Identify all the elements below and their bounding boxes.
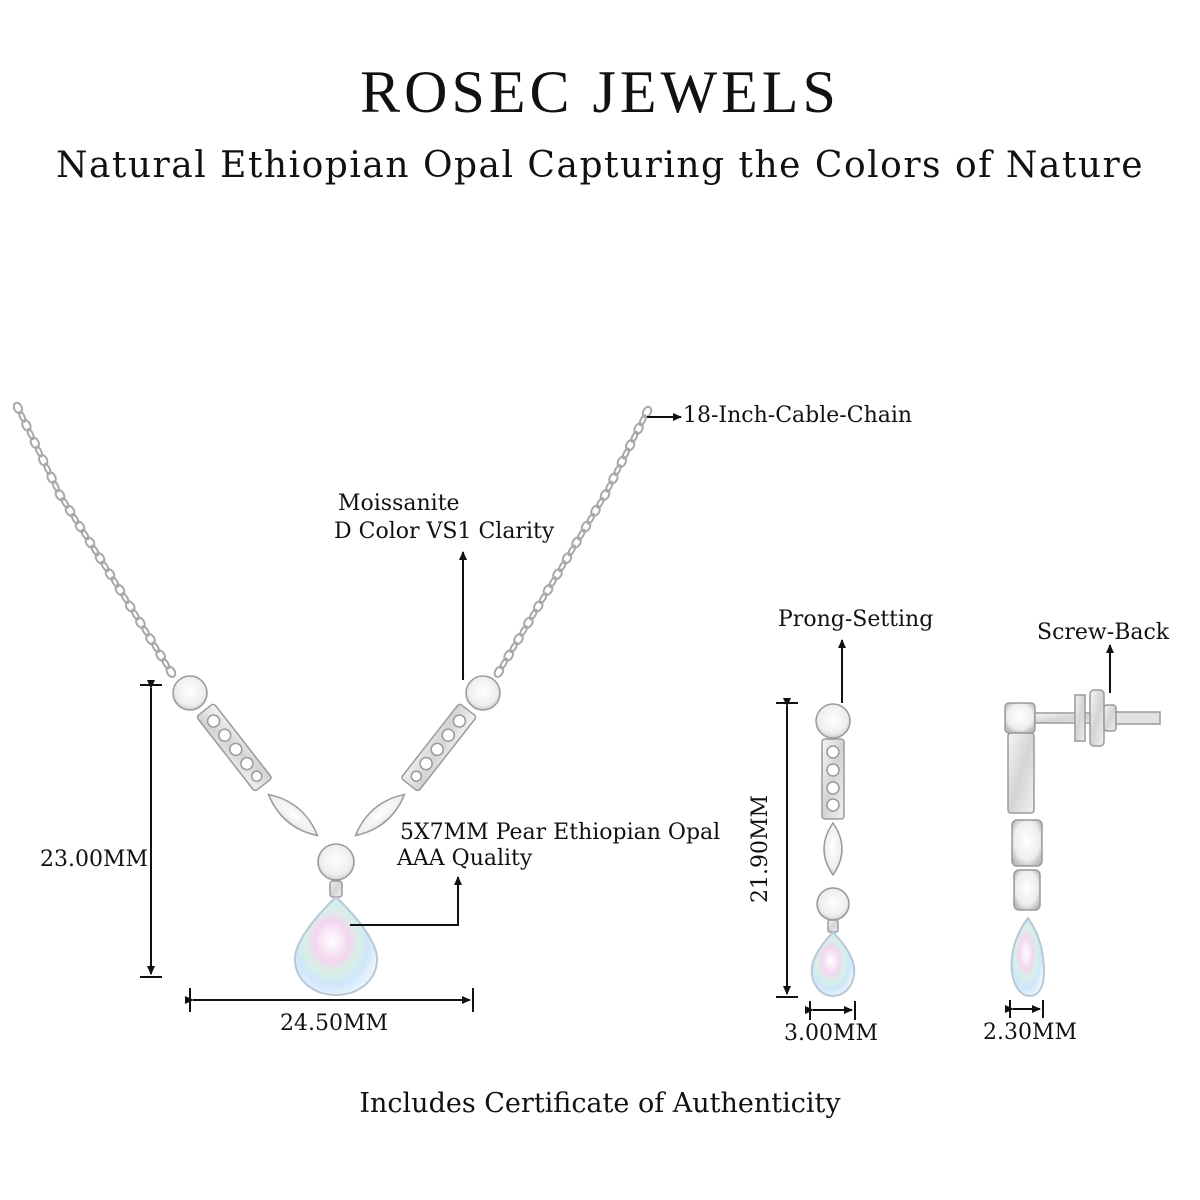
chain-label: 18-Inch-Cable-Chain bbox=[683, 403, 913, 428]
chain-link bbox=[114, 583, 126, 597]
chain-link bbox=[571, 536, 582, 549]
earring-height-label: 21.90MM bbox=[748, 794, 774, 904]
chain-link bbox=[538, 592, 548, 605]
chain-link bbox=[151, 641, 161, 654]
chain-link bbox=[46, 471, 57, 484]
chain-link bbox=[141, 625, 150, 637]
chain-link bbox=[567, 544, 577, 557]
chain-link bbox=[34, 445, 44, 458]
chain-link bbox=[621, 447, 631, 460]
chain-link bbox=[38, 453, 49, 467]
necklace-chain-right bbox=[493, 405, 653, 678]
chain-link bbox=[110, 576, 120, 588]
brand-title: ROSEC JEWELS bbox=[360, 59, 840, 125]
chain-link bbox=[84, 536, 96, 549]
chain-link bbox=[60, 497, 70, 509]
chain-link bbox=[608, 472, 619, 485]
chain-link bbox=[523, 616, 534, 629]
earring-side-width-label: 2.30MM bbox=[983, 1020, 1078, 1045]
chain-link bbox=[145, 633, 156, 646]
earring-side-view bbox=[1004, 689, 1161, 998]
prong-setting-label: Prong-Setting bbox=[778, 607, 934, 632]
chain-link bbox=[29, 436, 40, 450]
earring-front-width-label: 3.00MM bbox=[784, 1021, 879, 1046]
chain-link bbox=[94, 552, 106, 565]
chain-link bbox=[100, 560, 110, 573]
chain-link bbox=[641, 405, 653, 419]
tagline: Natural Ethiopian Opal Capturing the Col… bbox=[55, 145, 1145, 186]
chain-link bbox=[124, 600, 136, 613]
chain-link bbox=[548, 576, 558, 588]
chain-link bbox=[599, 488, 611, 502]
moissanite-label: Moissanite bbox=[338, 491, 460, 516]
chain-link bbox=[528, 608, 538, 621]
necklace-annotations bbox=[140, 413, 682, 1012]
chain-link bbox=[155, 649, 167, 662]
chain-link bbox=[595, 497, 605, 509]
chain-link bbox=[561, 552, 573, 565]
chain-link bbox=[90, 544, 100, 557]
chain-link bbox=[493, 665, 505, 678]
chain-link bbox=[586, 512, 596, 525]
chain-link bbox=[165, 665, 177, 678]
chain-link bbox=[43, 462, 52, 475]
chain-link bbox=[80, 528, 90, 541]
chain-link bbox=[503, 649, 515, 662]
chain-link bbox=[18, 410, 27, 423]
chain-link bbox=[532, 600, 544, 613]
chain-link bbox=[638, 414, 647, 427]
chain-link bbox=[552, 568, 563, 581]
chain-link bbox=[605, 480, 614, 493]
necklace-pendant bbox=[172, 675, 501, 997]
chain-link bbox=[104, 568, 116, 581]
chain-link bbox=[576, 528, 586, 541]
chain-link bbox=[542, 583, 554, 597]
necklace-chain-left bbox=[12, 401, 177, 678]
chain-link bbox=[624, 439, 636, 452]
certificate-note: Includes Certificate of Authenticity bbox=[359, 1088, 841, 1119]
chain-link bbox=[130, 608, 140, 621]
chain-link bbox=[590, 504, 601, 517]
chain-link bbox=[51, 480, 60, 493]
chain-link bbox=[519, 625, 528, 637]
chain-link bbox=[499, 657, 509, 670]
chain-link bbox=[54, 488, 66, 502]
necklace-height-label: 23.00MM bbox=[40, 847, 149, 872]
chain-link bbox=[580, 520, 592, 533]
chain-link bbox=[513, 632, 524, 646]
opal-size-label: 5X7MM Pear Ethiopian Opal bbox=[400, 820, 721, 845]
chain-link bbox=[161, 657, 171, 670]
necklace-width-label: 24.50MM bbox=[280, 1011, 389, 1036]
chain-link bbox=[557, 560, 567, 573]
screw-back-label: Screw-Back bbox=[1037, 620, 1170, 645]
earring-annotations bbox=[776, 639, 1114, 1020]
chain-link bbox=[633, 422, 644, 435]
chain-link bbox=[70, 513, 80, 525]
chain-link bbox=[616, 455, 628, 468]
opal-quality-label: AAA Quality bbox=[397, 846, 533, 871]
chain-link bbox=[74, 520, 86, 533]
chain-link bbox=[64, 504, 76, 517]
moissanite-quality-label: D Color VS1 Clarity bbox=[334, 519, 555, 544]
chain-link bbox=[120, 592, 130, 605]
chain-link bbox=[21, 419, 32, 432]
chain-link bbox=[630, 430, 639, 443]
chain-link bbox=[26, 428, 35, 441]
chain-link bbox=[135, 616, 146, 629]
earring-front-view bbox=[810, 703, 856, 998]
chain-link bbox=[12, 401, 24, 415]
chain-link bbox=[613, 464, 622, 477]
chain-link bbox=[509, 641, 519, 654]
